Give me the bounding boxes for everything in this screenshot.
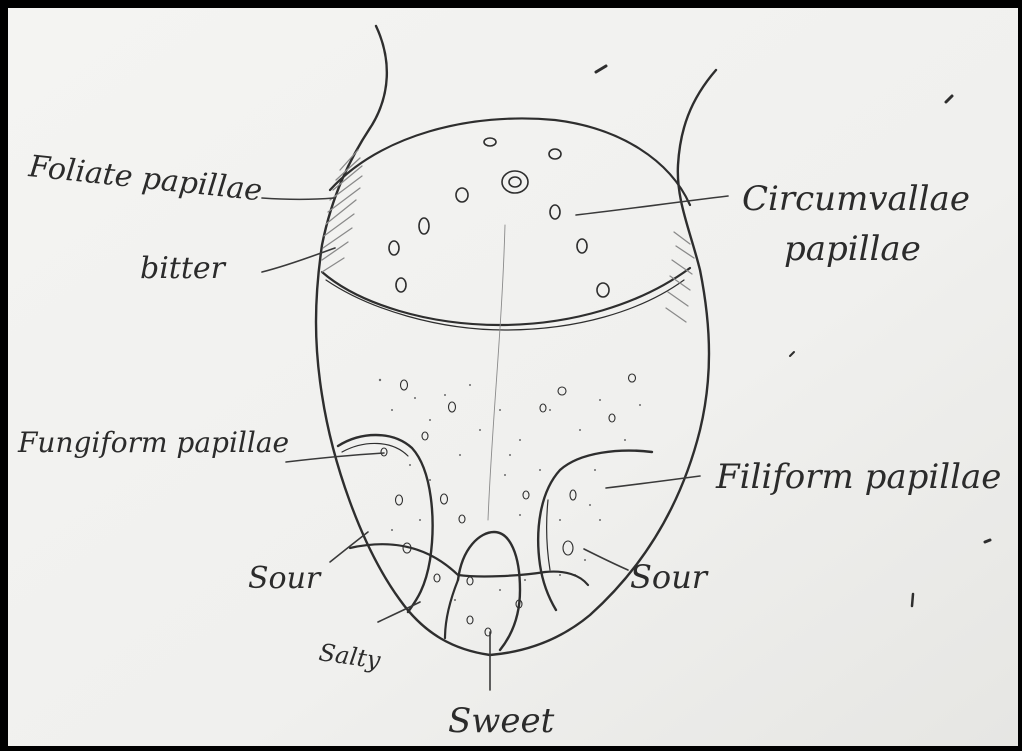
label-bitter: bitter <box>140 251 227 286</box>
label-fungiform-papillae: Fungiform papillae <box>17 426 289 459</box>
label-sour-right: Sour <box>630 558 709 596</box>
label-filiform-papillae: Filiform papillae <box>715 457 1001 497</box>
label-circumvallae-papillae: papillae <box>784 229 921 269</box>
label-sweet: Sweet <box>448 701 555 741</box>
label-circumvallae: Circumvallae <box>742 179 970 219</box>
label-sour-left: Sour <box>248 561 322 596</box>
